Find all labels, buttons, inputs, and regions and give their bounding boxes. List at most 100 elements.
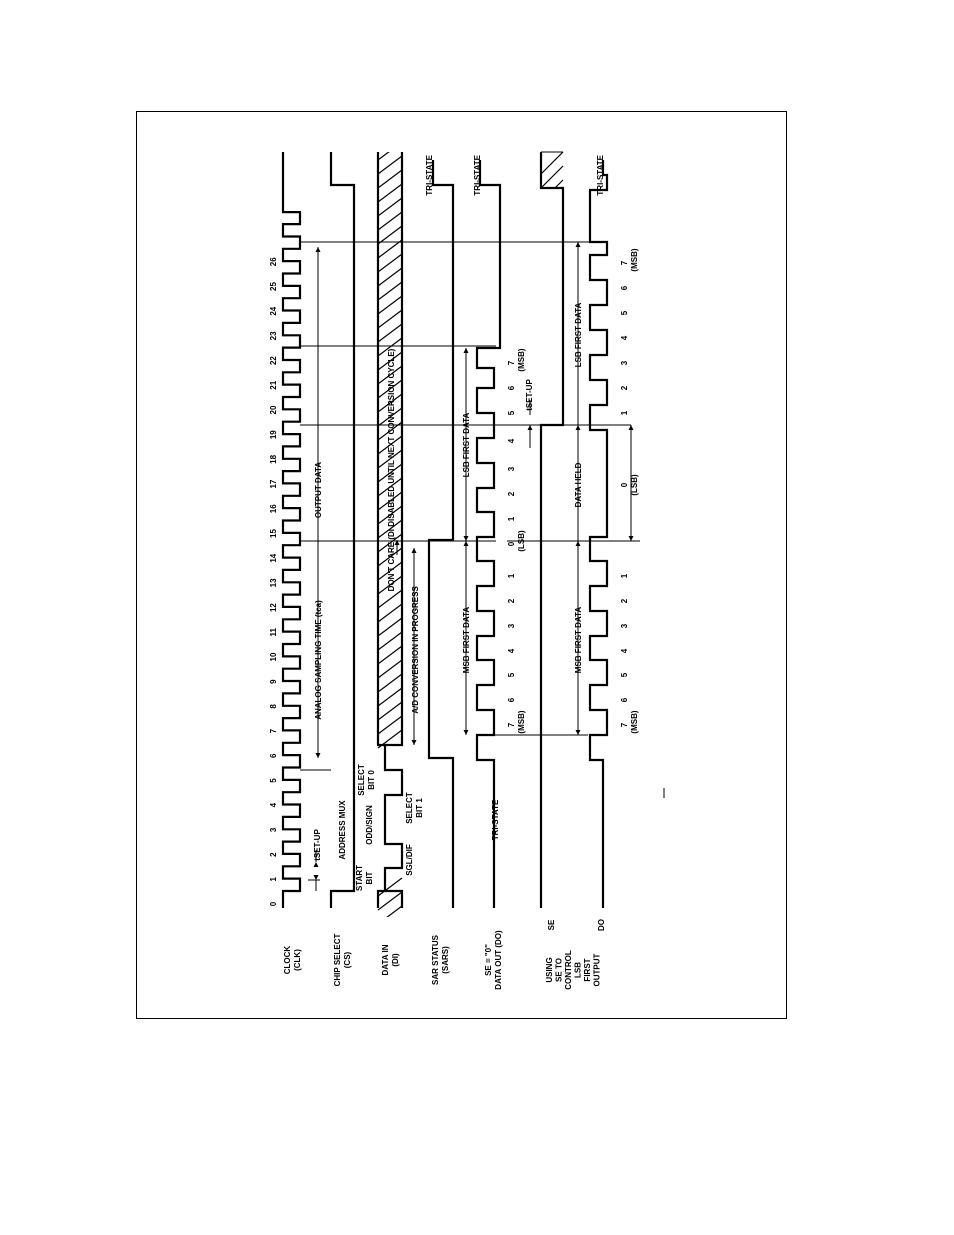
hatch-line (541, 194, 563, 216)
clock-number: 20 (269, 405, 278, 414)
hatch-line (377, 309, 403, 329)
clock-number: 18 (269, 454, 278, 463)
do-bit-number: 5 (507, 672, 516, 677)
clock-number: 19 (269, 430, 278, 439)
clock-number: 10 (269, 652, 278, 661)
do2-waveform (588, 160, 609, 908)
hatch-line (377, 561, 403, 581)
lsb-tag: (LSB) (630, 474, 639, 496)
do2-bit-number: 7 (620, 722, 629, 727)
clock-number: 12 (269, 603, 278, 612)
msb-tag: (MSB) (630, 248, 639, 271)
lsb0-arrow (628, 536, 634, 541)
clock-number: 3 (269, 827, 278, 832)
hatch-line (377, 477, 403, 497)
do2-bit-number: 3 (620, 623, 629, 628)
using-label: LSB (574, 962, 583, 978)
clock-number: 15 (269, 529, 278, 538)
tristate-label: TRI-STATE (491, 799, 500, 840)
msb-tag: (MSB) (517, 710, 526, 733)
clock-number: 6 (269, 753, 278, 758)
clock-number: 23 (269, 331, 278, 340)
clock-waveform (281, 152, 302, 908)
ad-conversion-label: A/D CONVERSION IN PROGRESS (411, 586, 420, 714)
msb-first2-label: MSB FIRST DATA (574, 607, 583, 674)
hatch-line (377, 505, 403, 525)
do2-bit-number: 2 (620, 598, 629, 603)
hatch-line (377, 645, 403, 665)
hatch-line (377, 715, 403, 735)
hatch-line (377, 547, 403, 567)
di-hatch (377, 152, 403, 917)
hatch-line (377, 673, 403, 693)
do2-bit-number: 5 (620, 310, 629, 315)
dont-care-label: DON'T CARE (DI DISABLED UNTIL NEXT CONVE… (387, 348, 396, 591)
do-label: DATA OUT (DO) (494, 930, 503, 990)
start-bit-label: START (355, 865, 364, 891)
hatch-line (377, 659, 403, 679)
sgl-dif-label: SGL/DIF (405, 844, 414, 876)
do-bit-number: 6 (507, 697, 516, 702)
msb2-arrow (575, 541, 581, 546)
hatch-line (377, 365, 403, 385)
using-label: OUTPUT (593, 953, 602, 986)
hatch-line (377, 491, 403, 511)
clock-number: 11 (269, 628, 278, 637)
select-bit1-label: BIT 1 (415, 798, 424, 818)
do-bit-number: 2 (507, 491, 516, 496)
tsetup2-arrow (527, 425, 533, 430)
hatch-line (377, 295, 403, 315)
using-label: SE TO (555, 958, 564, 982)
clk-label: CLOCK (283, 946, 292, 975)
do2-bit-number: 6 (620, 697, 629, 702)
lsb-first-label: LSB FIRST DATA (462, 412, 471, 477)
data-held-label: DATA HELD (574, 462, 583, 507)
clock-number: 22 (269, 356, 278, 365)
hatch-line (377, 435, 403, 455)
tsetup-label: tSET-UP (313, 829, 322, 861)
hatch-line (377, 239, 403, 259)
lsb-first2-label: LSB FIRST DATA (574, 302, 583, 367)
clk-label: (CLK) (293, 949, 302, 971)
do2-bit-number: 1 (620, 410, 629, 415)
do2-bit-number: 7 (620, 260, 629, 265)
hatch-line (377, 519, 403, 539)
di-label: (DI) (391, 953, 400, 967)
se-label: SE (547, 919, 556, 930)
hatch-line (377, 617, 403, 637)
hatch-line (377, 575, 403, 595)
do-bit-number: 6 (507, 385, 516, 390)
clock-number: 16 (269, 504, 278, 513)
do2-bit-number: 3 (620, 360, 629, 365)
do-bit-number: 1 (507, 516, 516, 521)
clock-number: 17 (269, 479, 278, 488)
msb2-arrow (575, 730, 581, 735)
hatch-line (377, 891, 403, 911)
hatch-line (377, 155, 403, 175)
hatch-line (377, 631, 403, 651)
hatch-line (377, 449, 403, 469)
clock-number: 25 (269, 282, 278, 291)
hatch-line (377, 211, 403, 231)
diagram-frame (136, 111, 787, 1019)
clock-number: 24 (269, 306, 278, 315)
hatch-line (377, 152, 390, 161)
lsb0-arrow (628, 425, 634, 430)
do-bit-number: 0 (507, 541, 516, 546)
using-label: FIRST (583, 958, 592, 981)
address-mux-label: ADDRESS MUX (338, 800, 347, 860)
start-bit-label: BIT (365, 871, 374, 884)
hatch-line (377, 533, 403, 553)
adconv-arrow (411, 548, 417, 553)
hatch-line (377, 337, 403, 357)
msb-arrow (463, 541, 469, 546)
cs-label: (CS) (343, 951, 352, 968)
do-bit-number: 4 (507, 438, 516, 443)
lsb2-arrow (575, 242, 581, 247)
hatch-line (377, 407, 403, 427)
hatch-line (377, 323, 403, 343)
tristate-label: TRI-STATE (596, 154, 605, 195)
hatch-line (377, 253, 403, 273)
tsetup-arrow (313, 875, 319, 880)
sampling-arrow (315, 753, 321, 758)
